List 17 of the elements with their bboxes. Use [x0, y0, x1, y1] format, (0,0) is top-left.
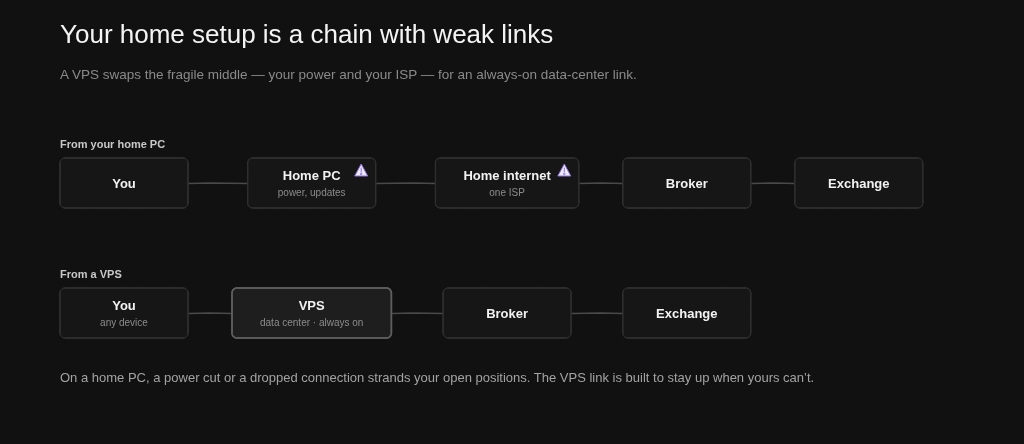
process-box: Exchange	[794, 157, 924, 209]
connector-line	[375, 182, 437, 185]
process-box: You any device	[59, 287, 189, 339]
caption-text: On a home PC, a power cut or a dropped connection strands your open positions. The VPS link is built to stay up when yours can’t.	[60, 370, 815, 386]
process-box: Broker	[622, 157, 752, 209]
diagram-title: Your home setup is a chain with weak links	[60, 18, 554, 50]
process-box: Broker	[442, 287, 572, 339]
subtitle-text: A VPS swaps the fragile middle — your power and your ISP — for an always-on data-center link.	[60, 66, 637, 83]
process-box: VPS data center · always on	[231, 287, 393, 339]
process-box: You	[59, 157, 189, 209]
section-heading: From a VPS	[60, 267, 122, 281]
connector-line	[187, 182, 249, 185]
section-heading: From your home PC	[60, 137, 166, 151]
process-box: Home internet one ISP	[434, 157, 580, 209]
process-box: Home PC power, updates	[247, 157, 377, 209]
connector-line	[391, 312, 445, 315]
process-box: Exchange	[622, 287, 752, 339]
